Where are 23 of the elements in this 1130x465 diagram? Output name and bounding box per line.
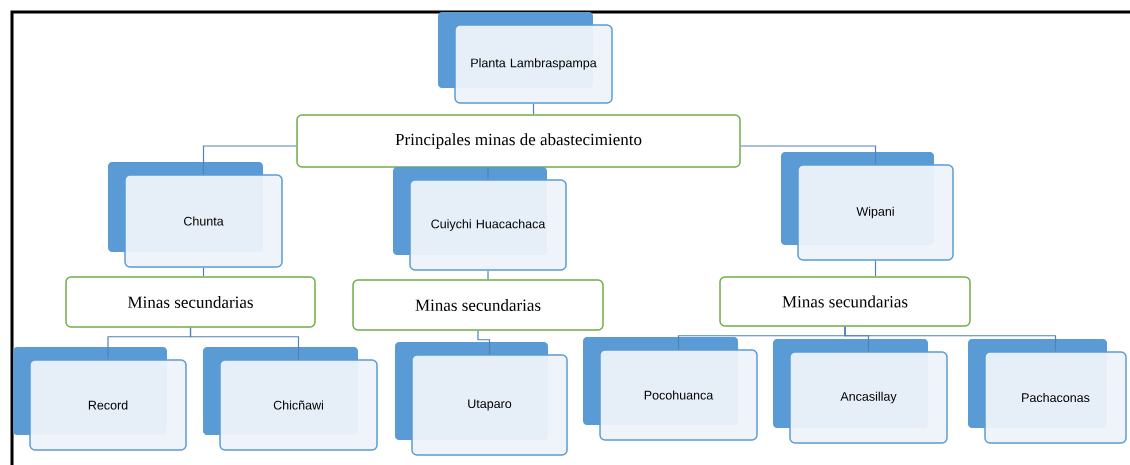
group-label-box: Minas secundarias — [719, 276, 971, 327]
group-label-box: Minas secundarias — [65, 276, 316, 328]
connector-line — [477, 330, 491, 355]
group-label-box: Minas secundarias — [352, 279, 604, 331]
mine-box: Chunta — [108, 162, 283, 268]
mine-box: Record — [13, 347, 187, 451]
mine-box: Pachaconas — [968, 339, 1127, 444]
mine-box: Ancasillay — [773, 339, 948, 444]
mine-box: Cuiychi Huacachaca — [393, 167, 567, 271]
connector-line — [844, 326, 1057, 352]
connector-line — [202, 267, 205, 277]
connector-line — [532, 103, 535, 115]
mine-box: Utaparo — [395, 342, 568, 456]
group-label-box: Principales minas de abastecimiento — [296, 114, 741, 168]
connector-line — [189, 327, 300, 360]
connector-line — [740, 145, 877, 165]
connector-line — [874, 260, 877, 277]
mine-box: Chicñawi — [203, 347, 378, 451]
connector-line — [487, 270, 489, 280]
connector-line — [202, 145, 297, 175]
mine-box: Pocohuanca — [583, 337, 758, 441]
mine-box: Planta Lambraspampa — [438, 12, 613, 104]
mine-box: Wipani — [781, 152, 954, 261]
